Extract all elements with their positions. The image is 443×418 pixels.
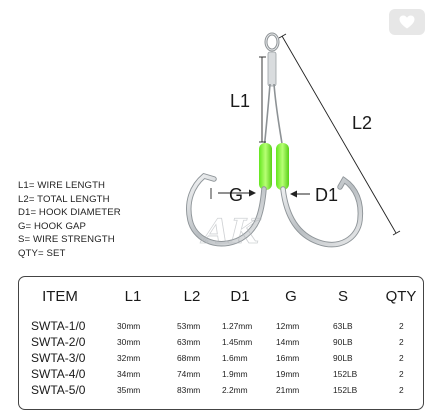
cell-qty: 2 bbox=[399, 321, 404, 331]
cell-g: 16mm bbox=[276, 353, 300, 363]
header-qty: QTY bbox=[385, 288, 417, 305]
hook-right bbox=[280, 176, 364, 248]
l1-label: L1 bbox=[230, 91, 251, 111]
cell-item: SWTA-3/0 bbox=[31, 351, 86, 365]
table-row: SWTA-5/0 35mm 83mm 2.2mm 21mm 152LB 2 bbox=[19, 383, 423, 397]
cell-l2: 63mm bbox=[177, 337, 201, 347]
cell-d1: 2.2mm bbox=[222, 385, 248, 395]
cell-qty: 2 bbox=[399, 353, 404, 363]
product-illustration: AK bbox=[186, 32, 401, 252]
cell-qty: 2 bbox=[399, 337, 404, 347]
cell-d1: 1.27mm bbox=[222, 321, 253, 331]
legend-line: L2= TOTAL LENGTH bbox=[18, 193, 110, 205]
table-row: SWTA-3/0 32mm 68mm 1.6mm 16mm 90LB 2 bbox=[19, 351, 423, 365]
legend-line: S= WIRE STRENGTH bbox=[18, 234, 115, 246]
l2-label: L2 bbox=[352, 113, 373, 133]
header-d1: D1 bbox=[230, 288, 250, 305]
tube-left bbox=[259, 143, 272, 190]
cell-s: 152LB bbox=[333, 385, 358, 395]
abbreviation-legend: L1= WIRE LENGTH L2= TOTAL LENGTH D1= HOO… bbox=[18, 179, 121, 261]
cell-l1: 35mm bbox=[117, 385, 141, 395]
legend-line: QTY= SET bbox=[18, 247, 66, 259]
cell-l2: 68mm bbox=[177, 353, 201, 363]
tube-right bbox=[276, 143, 289, 190]
cell-item: SWTA-4/0 bbox=[31, 367, 86, 381]
cell-item: SWTA-5/0 bbox=[31, 383, 86, 397]
cell-s: 63LB bbox=[333, 321, 353, 331]
cell-l1: 34mm bbox=[117, 369, 141, 379]
legend-line: G= HOOK GAP bbox=[18, 220, 87, 232]
header-l1: L1 bbox=[124, 288, 142, 305]
d1-label: D1 bbox=[315, 185, 339, 205]
cell-l2: 74mm bbox=[177, 369, 201, 379]
cell-g: 19mm bbox=[276, 369, 300, 379]
cell-d1: 1.6mm bbox=[222, 353, 248, 363]
table-row: SWTA-2/0 30mm 63mm 1.45mm 14mm 90LB 2 bbox=[19, 335, 423, 349]
solid-ring bbox=[264, 32, 280, 52]
cell-qty: 2 bbox=[399, 385, 404, 395]
header-g: G bbox=[285, 288, 297, 305]
table-row: SWTA-1/0 30mm 53mm 1.27mm 12mm 63LB 2 bbox=[19, 319, 423, 333]
cell-item: SWTA-1/0 bbox=[31, 319, 86, 333]
d1-dimension bbox=[290, 190, 310, 198]
table-row: SWTA-4/0 34mm 74mm 1.9mm 19mm 152LB 2 bbox=[19, 367, 423, 381]
cell-g: 14mm bbox=[276, 337, 300, 347]
cell-g: 12mm bbox=[276, 321, 300, 331]
cell-d1: 1.45mm bbox=[222, 337, 253, 347]
header-l2: L2 bbox=[183, 288, 201, 305]
cell-l2: 53mm bbox=[177, 321, 201, 331]
cell-s: 90LB bbox=[333, 337, 353, 347]
cell-s: 90LB bbox=[333, 353, 353, 363]
cell-s: 152LB bbox=[333, 369, 358, 379]
favorite-button[interactable] bbox=[389, 9, 425, 35]
hook-left bbox=[186, 172, 267, 247]
g-label: G bbox=[229, 185, 244, 205]
cell-l1: 32mm bbox=[117, 353, 141, 363]
cell-l2: 83mm bbox=[177, 385, 201, 395]
cell-d1: 1.9mm bbox=[222, 369, 248, 379]
g-dimension bbox=[210, 188, 256, 199]
l2-dimension bbox=[278, 33, 401, 236]
legend-line: L1= WIRE LENGTH bbox=[18, 180, 106, 191]
legend-line: D1= HOOK DIAMETER bbox=[18, 207, 121, 219]
l1-dimension bbox=[259, 56, 266, 143]
watermark-logo: AK bbox=[197, 212, 266, 251]
assist-wires bbox=[263, 83, 284, 151]
crimp-sleeve bbox=[267, 51, 277, 87]
spec-table: ITEM L1 L2 D1 G S QTY SWTA-1/0 30mm 53mm… bbox=[18, 276, 424, 410]
cell-l1: 30mm bbox=[117, 337, 141, 347]
cell-item: SWTA-2/0 bbox=[31, 335, 86, 349]
cell-l1: 30mm bbox=[117, 321, 141, 331]
cell-g: 21mm bbox=[276, 385, 300, 395]
heart-icon bbox=[399, 15, 415, 29]
header-item: ITEM bbox=[42, 288, 78, 305]
header-s: S bbox=[337, 288, 349, 305]
cell-qty: 2 bbox=[399, 369, 404, 379]
